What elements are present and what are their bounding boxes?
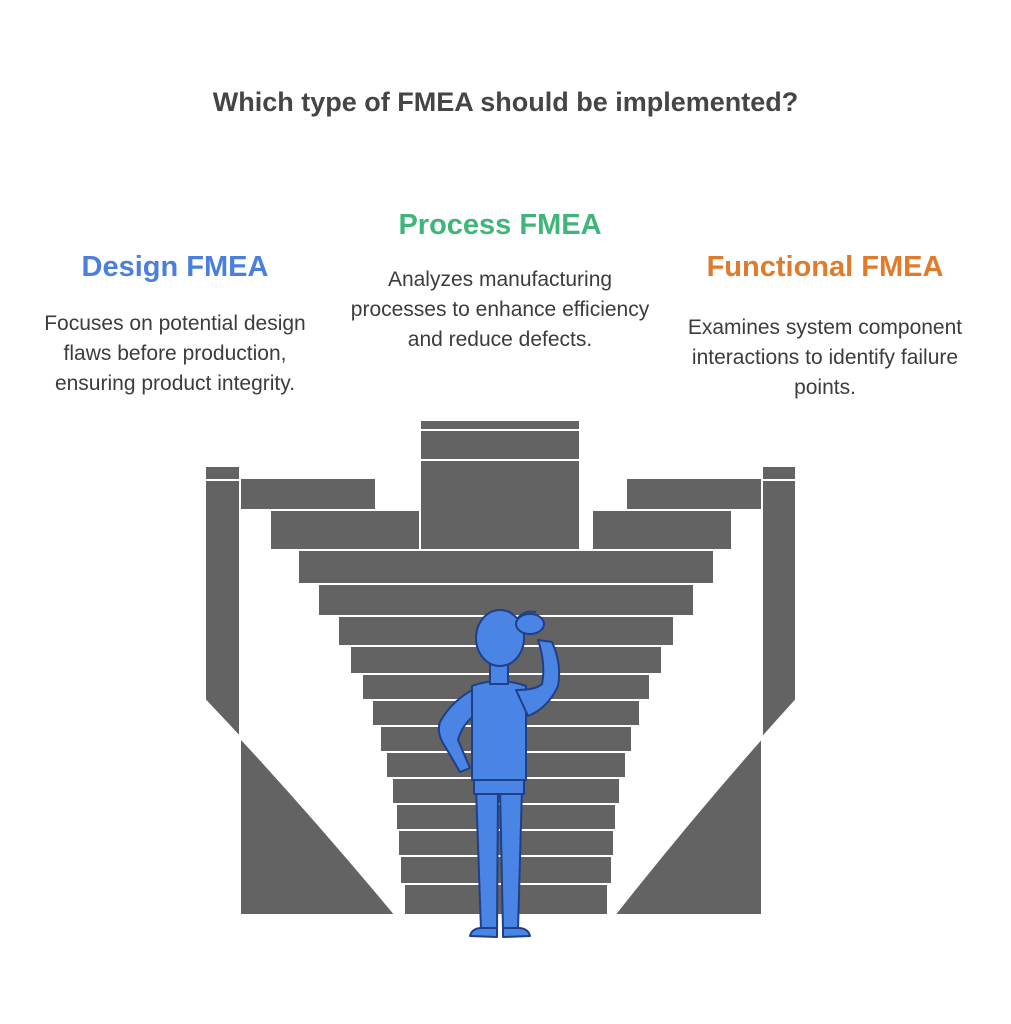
stair-right-step-1 — [625, 477, 763, 511]
stair-center-step-1 — [419, 429, 581, 461]
page-title: Which type of FMEA should be implemented… — [212, 87, 799, 117]
option-functional-description: Examines system component interactions t… — [687, 316, 963, 399]
stair-left-step-1 — [239, 477, 377, 511]
option-process-description: Analyzes manufacturing processes to enha… — [350, 268, 650, 351]
stair-left-top-ledge — [204, 465, 241, 481]
stair-right-top-ledge — [761, 465, 797, 481]
option-design-description: Focuses on potential design flaws before… — [44, 312, 306, 395]
stair-left-wall — [204, 465, 399, 919]
stair-left-step-2 — [269, 509, 421, 551]
stair-right-step-2 — [591, 509, 733, 551]
stair-right-wall — [611, 465, 797, 919]
stair-step-1 — [297, 549, 715, 585]
stair-center-cap — [419, 419, 581, 431]
stair-center-step-2 — [419, 459, 581, 551]
option-process-title: Process FMEA — [398, 209, 602, 241]
option-design-title: Design FMEA — [81, 251, 269, 283]
option-functional-title: Functional FMEA — [706, 251, 944, 283]
confused-person-icon — [437, 609, 561, 938]
